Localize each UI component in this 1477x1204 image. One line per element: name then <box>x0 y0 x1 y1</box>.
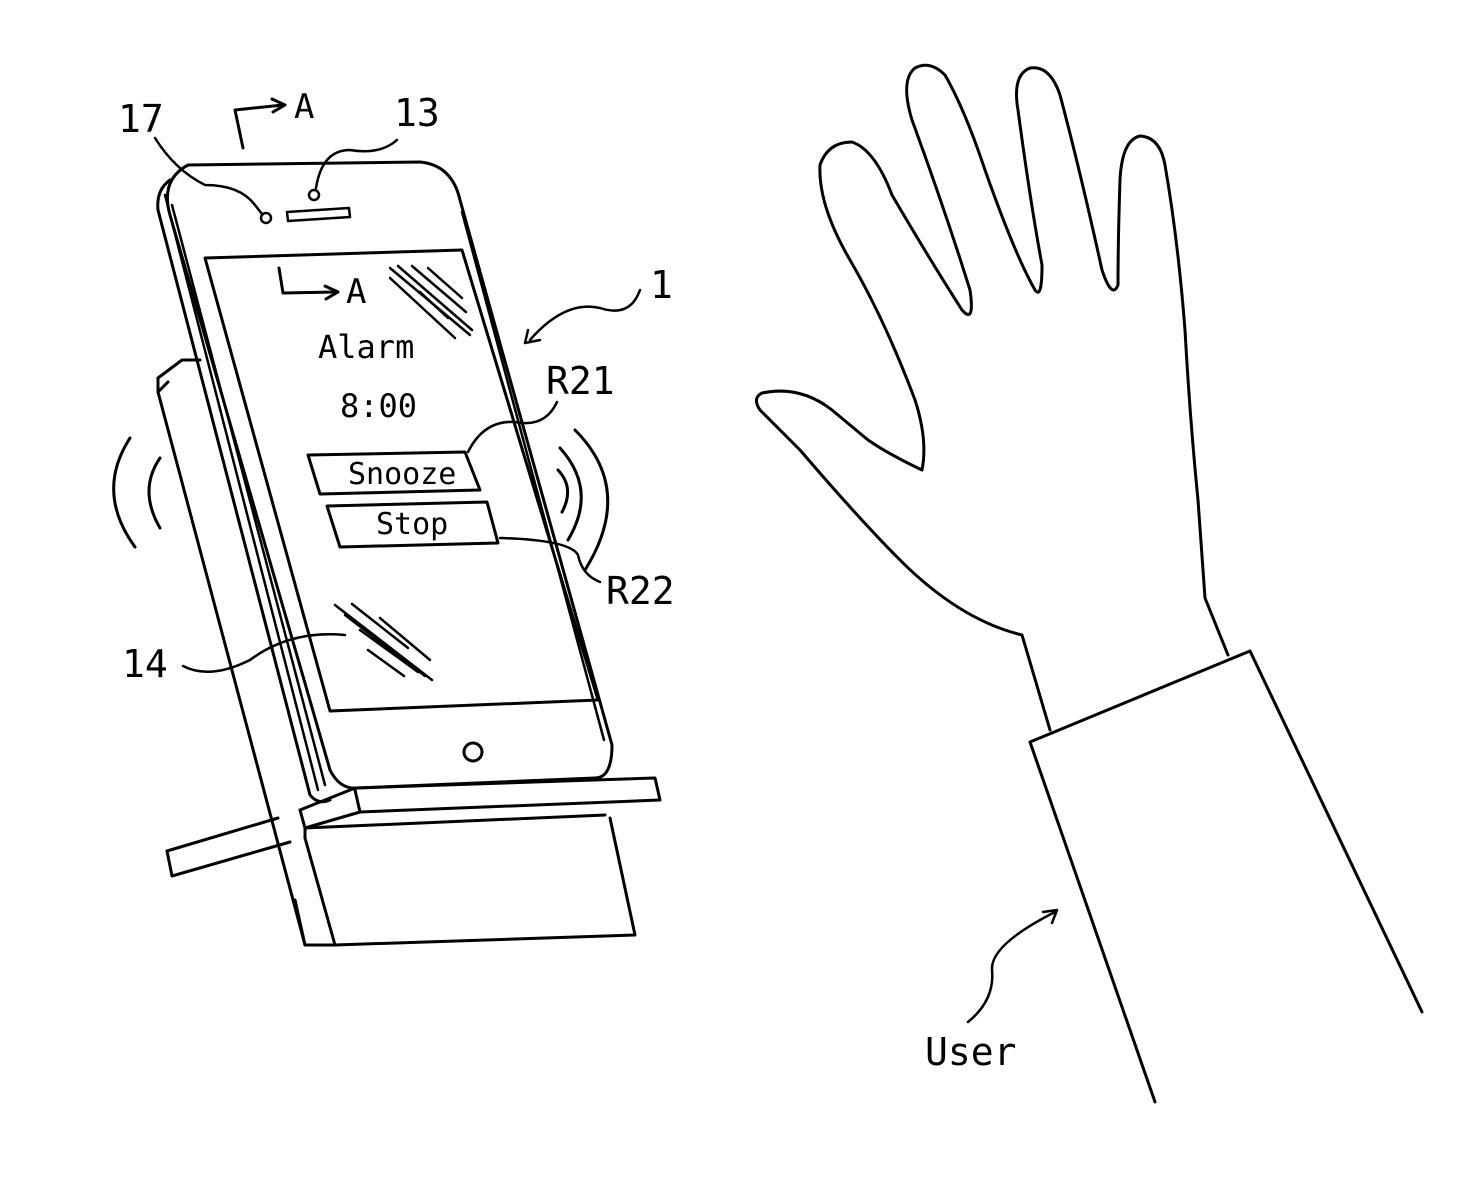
ref-label-r21: R21 <box>546 359 615 403</box>
vibration-waves-right-icon <box>558 430 608 570</box>
home-button-icon <box>464 743 482 761</box>
front-camera-icon <box>309 190 319 200</box>
ref-label-14: 14 <box>122 642 168 686</box>
stop-button-label: Stop <box>376 507 448 542</box>
alarm-title: Alarm <box>318 328 414 366</box>
leader-17 <box>155 138 262 214</box>
hatch-mark-bottom <box>335 604 432 680</box>
proximity-sensor-icon <box>261 213 271 223</box>
leader-user <box>968 912 1055 1022</box>
ref-label-user: User <box>925 1030 1017 1074</box>
section-marker-top: A <box>235 87 314 148</box>
vibration-waves-left-icon <box>114 438 160 547</box>
ref-label-13: 13 <box>394 91 440 135</box>
ref-label-r22: R22 <box>606 569 675 613</box>
ref-label-1: 1 <box>650 263 673 307</box>
leader-14 <box>183 634 345 671</box>
section-label-top: A <box>294 87 314 127</box>
leader-1 <box>530 290 640 340</box>
snooze-button[interactable]: Snooze <box>308 452 480 494</box>
section-label-screen: A <box>346 272 366 312</box>
stop-button[interactable]: Stop <box>327 502 498 547</box>
alarm-time: 8:00 <box>340 387 417 425</box>
leader-r21 <box>468 402 557 452</box>
ref-label-17: 17 <box>118 97 164 141</box>
snooze-button-label: Snooze <box>348 457 456 492</box>
section-marker-screen: A <box>279 268 366 312</box>
user-hand <box>756 65 1422 1102</box>
